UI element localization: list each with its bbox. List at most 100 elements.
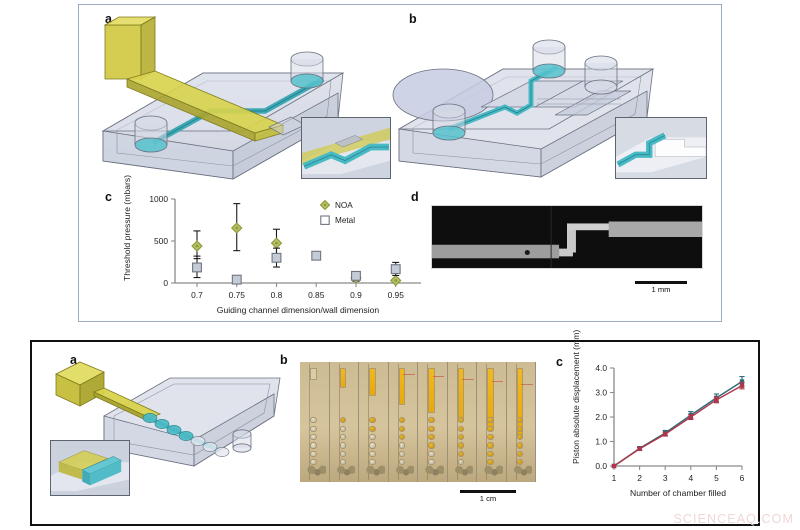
reference-mark <box>491 381 504 383</box>
outlet-manifold <box>511 462 533 480</box>
channel-rail <box>486 364 488 480</box>
chamber-bead <box>339 442 347 449</box>
legend-label-noa: NOA <box>335 201 353 210</box>
x-tick-label: 0.8 <box>271 290 283 300</box>
chamber-bead <box>310 442 317 449</box>
photo-frame <box>418 362 448 482</box>
x-tick-label: 5 <box>714 473 719 483</box>
reference-mark <box>462 378 474 380</box>
data-point <box>611 463 617 469</box>
chamber-bead <box>457 434 465 441</box>
reference-mark <box>432 376 445 378</box>
chamber-bead <box>369 417 376 424</box>
data-point-square <box>351 270 361 281</box>
y-tick-label: 0 <box>163 278 168 288</box>
piston-tube <box>369 368 376 397</box>
chamber-bead <box>487 450 494 458</box>
data-point-square <box>311 250 322 261</box>
panel-d-scale-label: 1 mm <box>651 285 671 294</box>
panel-letter-d-top: d <box>411 190 419 204</box>
panel-a-bottom-inset <box>50 440 130 496</box>
panel-b-bottom-scale-label: 1 cm <box>479 494 497 503</box>
channel-rail <box>338 364 340 480</box>
data-point <box>637 446 642 452</box>
photo-frame <box>300 362 330 482</box>
chamber-bead <box>487 417 494 424</box>
chamber-bead <box>457 425 465 432</box>
panel-letter-c-bottom: c <box>556 355 563 369</box>
data-point-square <box>271 252 282 263</box>
x-tick-label: 0.75 <box>229 290 246 300</box>
outlet-manifold <box>393 462 415 480</box>
chamber-bead <box>457 450 465 458</box>
y-tick-label: 3.0 <box>595 388 607 398</box>
chamber-bead <box>428 425 435 432</box>
reference-mark <box>403 374 415 375</box>
data-point-square <box>231 274 242 285</box>
x-tick-label: 3 <box>663 473 668 483</box>
chamber-bead <box>428 417 435 424</box>
outlet-manifold <box>452 462 474 480</box>
chamber-bead <box>516 417 524 424</box>
panel-b-top-schematic <box>385 11 715 186</box>
series-red <box>611 381 745 469</box>
panel-letter-b-bottom: b <box>280 353 288 367</box>
chamber-bead <box>369 450 376 458</box>
piston-tube <box>398 368 406 405</box>
chamber-bead <box>428 434 435 441</box>
data-point <box>663 431 668 437</box>
data-point <box>688 414 693 420</box>
series-line <box>613 385 743 467</box>
panel-a-bottom-schematic <box>42 352 292 482</box>
y-tick-label: 4.0 <box>595 363 607 373</box>
y-tick-label: 2.0 <box>595 412 607 422</box>
chamber-bead <box>339 450 347 458</box>
panel-b-bottom-photo <box>300 362 536 482</box>
x-axis-title: Guiding channel dimension/wall dimension <box>217 305 380 315</box>
outlet-manifold <box>305 462 326 480</box>
x-tick-label: 0.95 <box>388 290 405 300</box>
channel-rail <box>456 364 458 480</box>
chamber-bead <box>516 434 524 441</box>
panel-letter-a-bottom: a <box>70 353 77 367</box>
chamber-bead <box>398 450 406 458</box>
chamber-bead <box>457 417 465 424</box>
channel-rail <box>368 364 370 480</box>
photo-frame <box>329 362 359 482</box>
chamber-bead <box>339 425 347 432</box>
chamber-bead <box>310 425 317 432</box>
x-tick-label: 6 <box>740 473 745 483</box>
data-point-square <box>390 264 401 275</box>
piston-tube <box>339 368 347 388</box>
x-axis-title: Number of chamber filled <box>630 488 726 498</box>
chamber-bead <box>428 442 435 449</box>
panel-a-top-schematic <box>83 11 393 186</box>
chamber-bead <box>339 417 347 424</box>
panel-letter-b-top: b <box>409 12 417 26</box>
chamber-bead <box>398 417 406 424</box>
y-tick-label: 1.0 <box>595 437 607 447</box>
outlet-manifold <box>364 462 385 480</box>
chamber-bead <box>428 450 435 458</box>
y-tick-label: 0.0 <box>595 461 607 471</box>
data-point <box>714 397 719 403</box>
piston-tube <box>428 368 435 414</box>
reference-mark <box>521 383 533 385</box>
watermark: SCIENCEAQ.COM <box>673 512 794 526</box>
photo-frame <box>388 362 418 482</box>
chamber-bead <box>310 434 317 441</box>
series-noa <box>191 203 402 287</box>
data-point-square <box>192 262 202 273</box>
panel-b-bottom-scale-bar <box>460 490 516 493</box>
chamber-bead <box>369 442 376 449</box>
channel-rail <box>309 364 311 480</box>
chamber-bead <box>516 450 524 458</box>
chamber-bead <box>398 442 406 449</box>
chamber-bead <box>369 434 376 441</box>
channel-rail <box>427 364 429 480</box>
panel-letter-c-top: c <box>105 190 112 204</box>
piston-tube <box>310 368 317 380</box>
